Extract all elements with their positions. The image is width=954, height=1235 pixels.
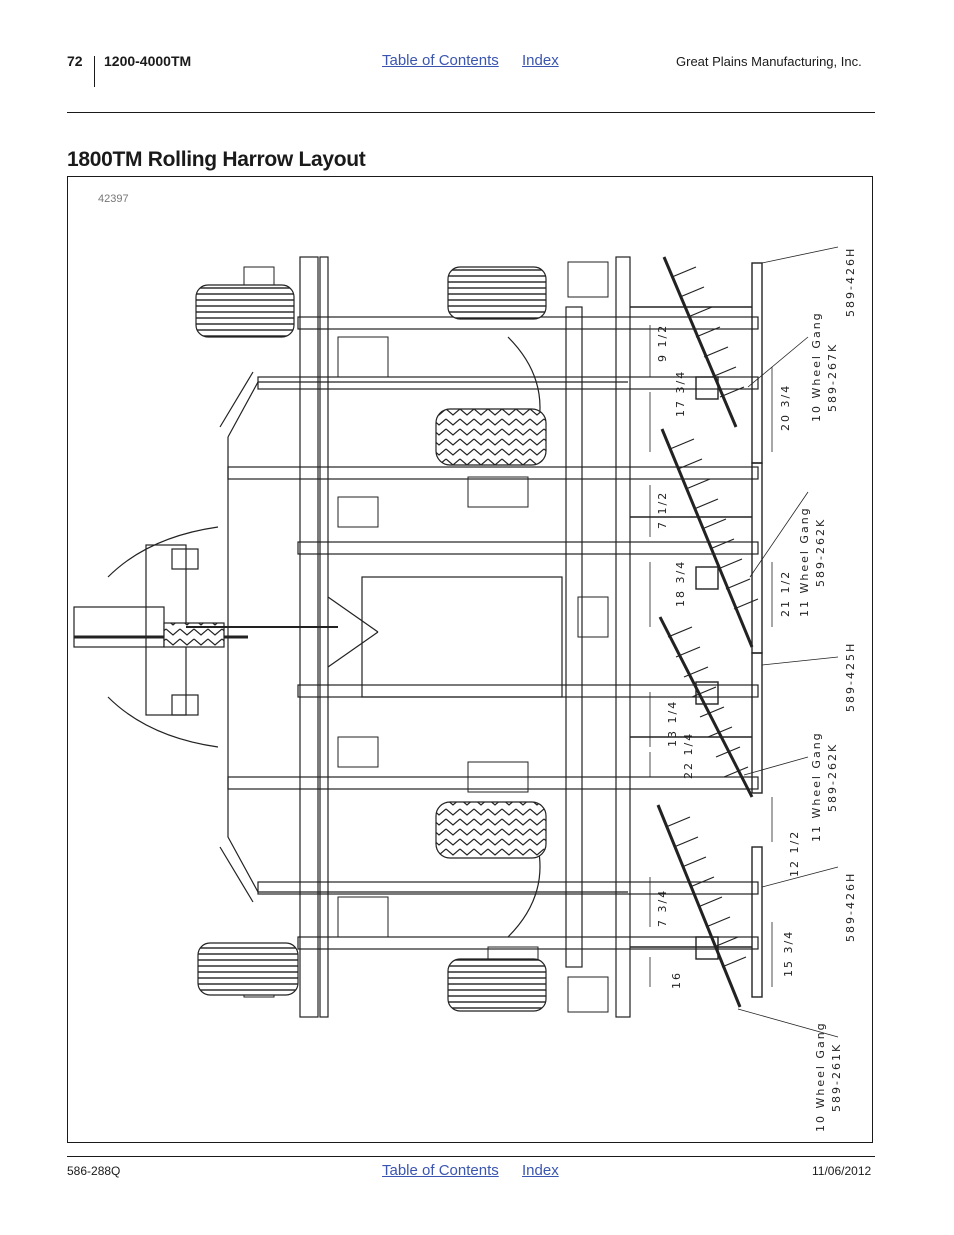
label-dim-17-3-4: 17 3/4 xyxy=(674,370,687,417)
header-toc-link[interactable]: Table of Contents xyxy=(382,52,499,69)
label-mid-part: 589-425H xyxy=(844,642,857,712)
center-frame xyxy=(361,576,563,698)
label-gang-mid-title: 11 Wheel Gang xyxy=(798,506,811,617)
front-tire-bottom xyxy=(197,942,299,996)
publication-date: 11/06/2012 xyxy=(812,1164,872,1178)
label-gang-low-title: 11 Wheel Gang xyxy=(810,731,823,842)
mid-tire-bottom xyxy=(447,958,547,1012)
wheel-gang-1 xyxy=(662,256,738,428)
transport-tire-upper xyxy=(435,408,547,466)
wheel-gang-2 xyxy=(660,428,754,648)
label-dim-7-3-4: 7 3/4 xyxy=(656,889,669,927)
label-dim-18-3-4: 18 3/4 xyxy=(674,560,687,607)
footer-toc-link[interactable]: Table of Contents xyxy=(382,1162,499,1179)
header-rule xyxy=(67,112,875,113)
document-number: 586-288Q xyxy=(67,1164,121,1178)
hitch-block xyxy=(73,606,165,648)
wheel-gangs xyxy=(656,256,754,1008)
rear-frame-bar xyxy=(615,256,631,1018)
label-gang-top-part: 589-267K xyxy=(826,343,839,412)
harrow-layout-drawing: 589-426H 10 Wheel Gang 589-267K 20 3/4 9… xyxy=(73,246,857,1132)
label-bottom-part: 589-426H xyxy=(844,872,857,942)
figure-number: 42397 xyxy=(98,193,129,205)
label-dim-9-1-2: 9 1/2 xyxy=(656,324,669,362)
front-frame-bar xyxy=(299,256,319,1018)
toolbar-section-2 xyxy=(751,462,763,654)
footer-index-link[interactable]: Index xyxy=(522,1162,559,1179)
model-name: 1200-4000TM xyxy=(104,53,192,69)
header-index-link[interactable]: Index xyxy=(522,52,559,69)
toolbar-section-4 xyxy=(751,846,763,998)
figure-frame xyxy=(67,176,873,1143)
label-dim-13-1-4: 13 1/4 xyxy=(666,700,679,747)
mid-tire-top xyxy=(447,266,547,320)
toolbar-section-3 xyxy=(751,652,763,794)
label-dim-15-3-4: 15 3/4 xyxy=(782,930,795,977)
footer-rule xyxy=(67,1156,875,1157)
header-divider xyxy=(94,56,95,87)
label-dim-16: 16 xyxy=(670,971,683,989)
label-dim-21-1-2: 21 1/2 xyxy=(779,570,792,617)
label-gang-bottom-part: 589-261K xyxy=(830,1043,843,1112)
label-gang-low-part: 589-262K xyxy=(826,743,839,812)
label-dim-7-1-2: 7 1/2 xyxy=(656,491,669,529)
label-gang-top-title: 10 Wheel Gang xyxy=(810,311,823,422)
front-tire-top xyxy=(195,284,295,338)
label-top-part: 589-426H xyxy=(844,247,857,317)
label-dim-20-3-4: 20 3/4 xyxy=(779,384,792,431)
company-name: Great Plains Manufacturing, Inc. xyxy=(676,54,862,69)
page-number: 72 xyxy=(67,53,83,69)
label-dim-12-1-2: 12 1/2 xyxy=(788,830,801,877)
label-dim-22-1-4: 22 1/4 xyxy=(682,732,695,779)
section-title: 1800TM Rolling Harrow Layout xyxy=(67,148,366,171)
transport-tire-lower xyxy=(435,801,547,859)
wheel-gang-3 xyxy=(658,616,754,798)
label-gang-mid-part: 589-262K xyxy=(814,518,827,587)
label-gang-bottom-title: 10 Wheel Gang xyxy=(814,1021,827,1132)
toolbar-section-1 xyxy=(751,262,763,464)
